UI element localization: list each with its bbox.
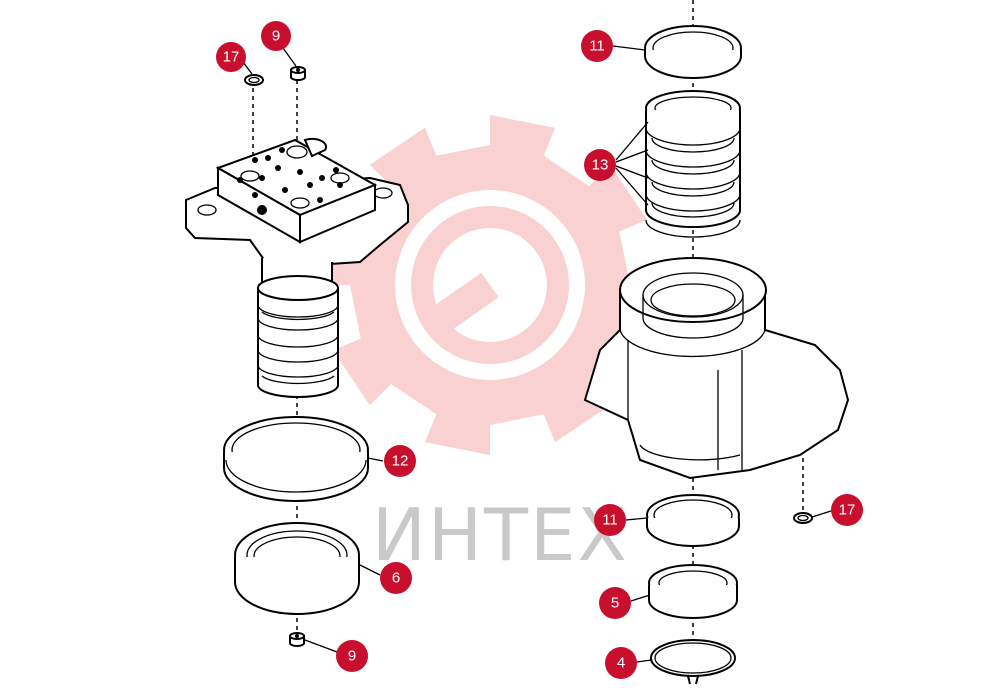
- ring-12: [223, 416, 369, 502]
- callout-badge: [384, 445, 416, 477]
- callout-label: 11: [602, 512, 618, 529]
- callout-12: 12: [384, 445, 416, 477]
- callout-5: 5: [599, 587, 631, 619]
- callout-17-left: 17: [216, 42, 246, 72]
- callout-label: 4: [617, 655, 625, 672]
- callout-label: 12: [392, 453, 409, 470]
- callout-label: 5: [611, 595, 619, 612]
- plug-9-top: [290, 66, 306, 81]
- callout-13: 13: [584, 149, 616, 181]
- plug-9-bottom: [289, 632, 305, 647]
- callout-label: 13: [592, 157, 609, 174]
- callout-label: 9: [348, 648, 356, 665]
- callout-badge: [380, 562, 412, 594]
- swivel-housing: [583, 257, 850, 480]
- callout-badge: [261, 21, 291, 51]
- ring-11-bottom: [646, 494, 740, 547]
- callout-label: 17: [839, 502, 856, 519]
- seal-ring-17-left: [244, 74, 264, 86]
- callout-badge: [831, 494, 863, 526]
- callout-11-top: 11: [581, 30, 613, 62]
- callout-11-bottom: 11: [594, 504, 626, 536]
- callout-badge: [599, 587, 631, 619]
- watermark-text: ИНТЕХ: [372, 493, 629, 577]
- callout-badge: [216, 42, 246, 72]
- callout-9-top: 9: [261, 21, 291, 51]
- spool-shaft: [257, 275, 339, 398]
- callout-badge: [594, 504, 626, 536]
- callout-label: 6: [392, 570, 400, 587]
- callout-badge: [581, 30, 613, 62]
- bearing-6: [234, 522, 360, 615]
- callout-label: 11: [589, 38, 605, 55]
- callout-label: 17: [223, 49, 240, 66]
- callout-9-bottom: 9: [336, 640, 368, 672]
- callout-badge: [584, 149, 616, 181]
- callout-4: 4: [605, 647, 637, 679]
- callout-label: 9: [272, 28, 280, 45]
- leader-lines: [242, 45, 832, 663]
- ring-11-top: [644, 25, 742, 79]
- bearing-5: [648, 564, 738, 619]
- seal-ring-17-right: [793, 512, 813, 524]
- callout-6: 6: [380, 562, 412, 594]
- seal-stack-13: [645, 90, 741, 238]
- snap-ring-4: [650, 639, 736, 685]
- callout-badge: [336, 640, 368, 672]
- callout-17-right: 17: [831, 494, 863, 526]
- callout-badge: [605, 647, 637, 679]
